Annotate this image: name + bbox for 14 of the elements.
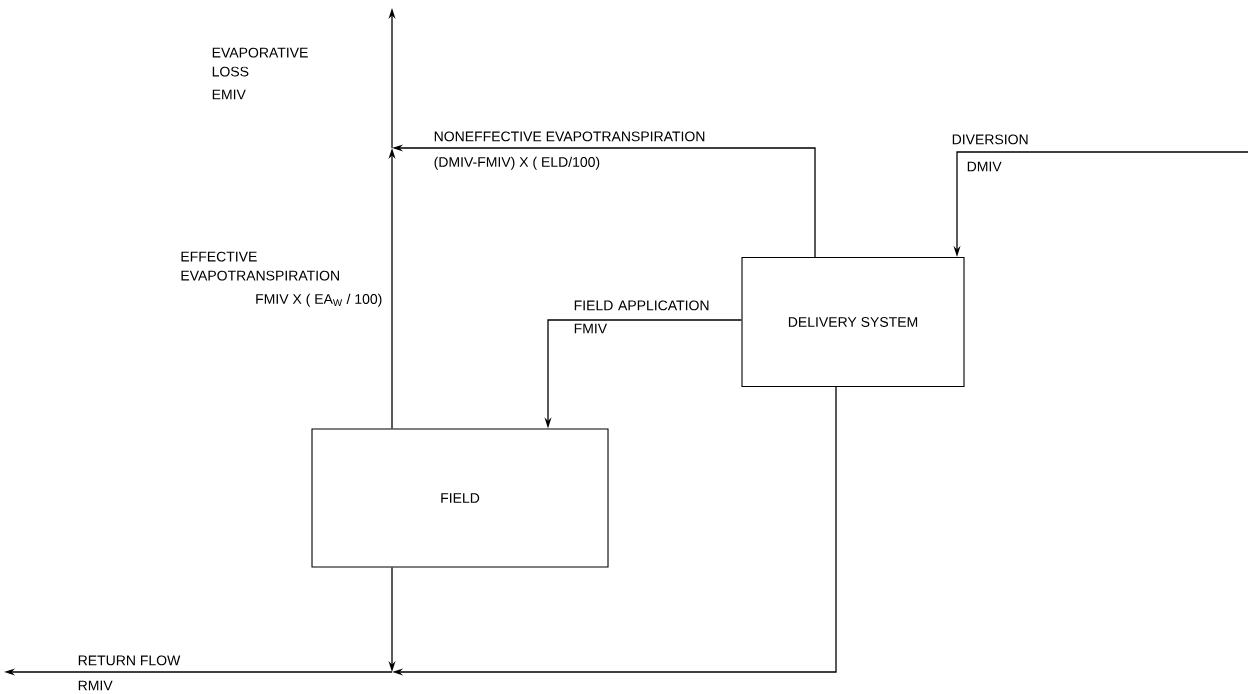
edge-label: EFFECTIVE EVAPOTRANSPIRATION: [181, 251, 339, 281]
flow-label: EMIV: [212, 89, 246, 100]
edge-label: FIELD APPLICATION: [574, 300, 709, 311]
process-box: DELIVERY SYSTEM: [741, 256, 965, 388]
edge-label: RETURN FLOW: [78, 655, 181, 666]
flow-label: EVAPORATIVE LOSS: [212, 47, 308, 77]
process-box: FIELD: [311, 428, 609, 568]
flow-label: FMIV X ( EA$_{W}$ / 100): [256, 293, 382, 307]
edge-label: NONEFFECTIVE EVAPOTRANSPIRATION: [434, 131, 705, 142]
flow-label: DMIV: [967, 161, 1002, 172]
flow-label: (DMIV-FMIV) X ( ELD/100): [434, 156, 600, 170]
flow-label: RMIV: [78, 680, 113, 691]
edge-label: DIVERSION: [952, 134, 1028, 145]
flow-label: FMIV: [574, 323, 608, 334]
